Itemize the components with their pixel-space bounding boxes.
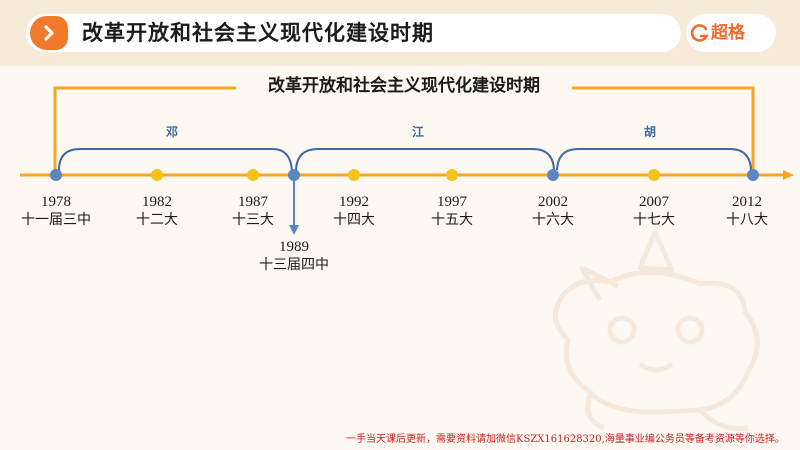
tick-year: 1997 bbox=[437, 194, 467, 210]
tick-event: 十三大 bbox=[232, 212, 274, 228]
tick-2002: 2002 十六大 bbox=[503, 193, 603, 229]
tick-year: 2007 bbox=[639, 194, 669, 210]
logo-pill bbox=[686, 14, 776, 52]
branch-event: 十三届四中 bbox=[259, 257, 329, 273]
tick-year: 1978 bbox=[41, 194, 71, 210]
tick-1982: 1982 十二大 bbox=[107, 193, 207, 229]
tick-event: 十二大 bbox=[136, 212, 178, 228]
tick-event: 十四大 bbox=[333, 212, 375, 228]
timeline-dot bbox=[446, 169, 458, 181]
tick-event: 十八大 bbox=[726, 212, 768, 228]
timeline-dot bbox=[151, 169, 163, 181]
tick-1997: 1997 十五大 bbox=[402, 193, 502, 229]
logo-text: 超格 bbox=[711, 23, 745, 43]
tick-1978: 1978 十一届三中 bbox=[6, 193, 106, 229]
era-label-hu: 胡 bbox=[643, 125, 656, 139]
chevron-right-icon bbox=[30, 16, 68, 50]
era-label-deng: 邓 bbox=[165, 125, 178, 139]
tick-event: 十一届三中 bbox=[21, 212, 91, 228]
timeline-dot bbox=[648, 169, 660, 181]
branch-year: 1989 bbox=[279, 239, 309, 255]
footer-note: 一手当天课后更新，需要资料请加微信KSZX161628320,海量事业编公务员等… bbox=[346, 434, 785, 445]
tick-year: 1992 bbox=[339, 194, 369, 210]
timeline-dot bbox=[50, 169, 62, 181]
tick-year: 2002 bbox=[538, 194, 568, 210]
timeline-dot bbox=[247, 169, 259, 181]
tick-event: 十六大 bbox=[532, 212, 574, 228]
timeline-dot bbox=[747, 169, 759, 181]
title-pill bbox=[26, 14, 681, 52]
tick-year: 1987 bbox=[238, 194, 268, 210]
tick-event: 十五大 bbox=[431, 212, 473, 228]
timeline-dot bbox=[288, 169, 300, 181]
tick-year: 2012 bbox=[732, 194, 762, 210]
logo-g-icon bbox=[690, 24, 709, 42]
diagram-title: 改革开放和社会主义现代化建设时期 bbox=[236, 73, 572, 99]
tick-2007: 2007 十七大 bbox=[604, 193, 704, 229]
tick-1987: 1987 十三大 bbox=[203, 193, 303, 229]
tick-2012: 2012 十八大 bbox=[697, 193, 797, 229]
mascot-watermark-icon bbox=[553, 229, 760, 432]
tick-year: 1982 bbox=[142, 194, 172, 210]
tick-1992: 1992 十四大 bbox=[304, 193, 404, 229]
page-title: 改革开放和社会主义现代化建设时期 bbox=[82, 21, 434, 45]
timeline-dot bbox=[547, 169, 559, 181]
era-label-jiang: 江 bbox=[411, 125, 424, 139]
timeline-dot bbox=[348, 169, 360, 181]
tick-event: 十七大 bbox=[633, 212, 675, 228]
branch-1989: 1989 十三届四中 bbox=[244, 238, 344, 274]
